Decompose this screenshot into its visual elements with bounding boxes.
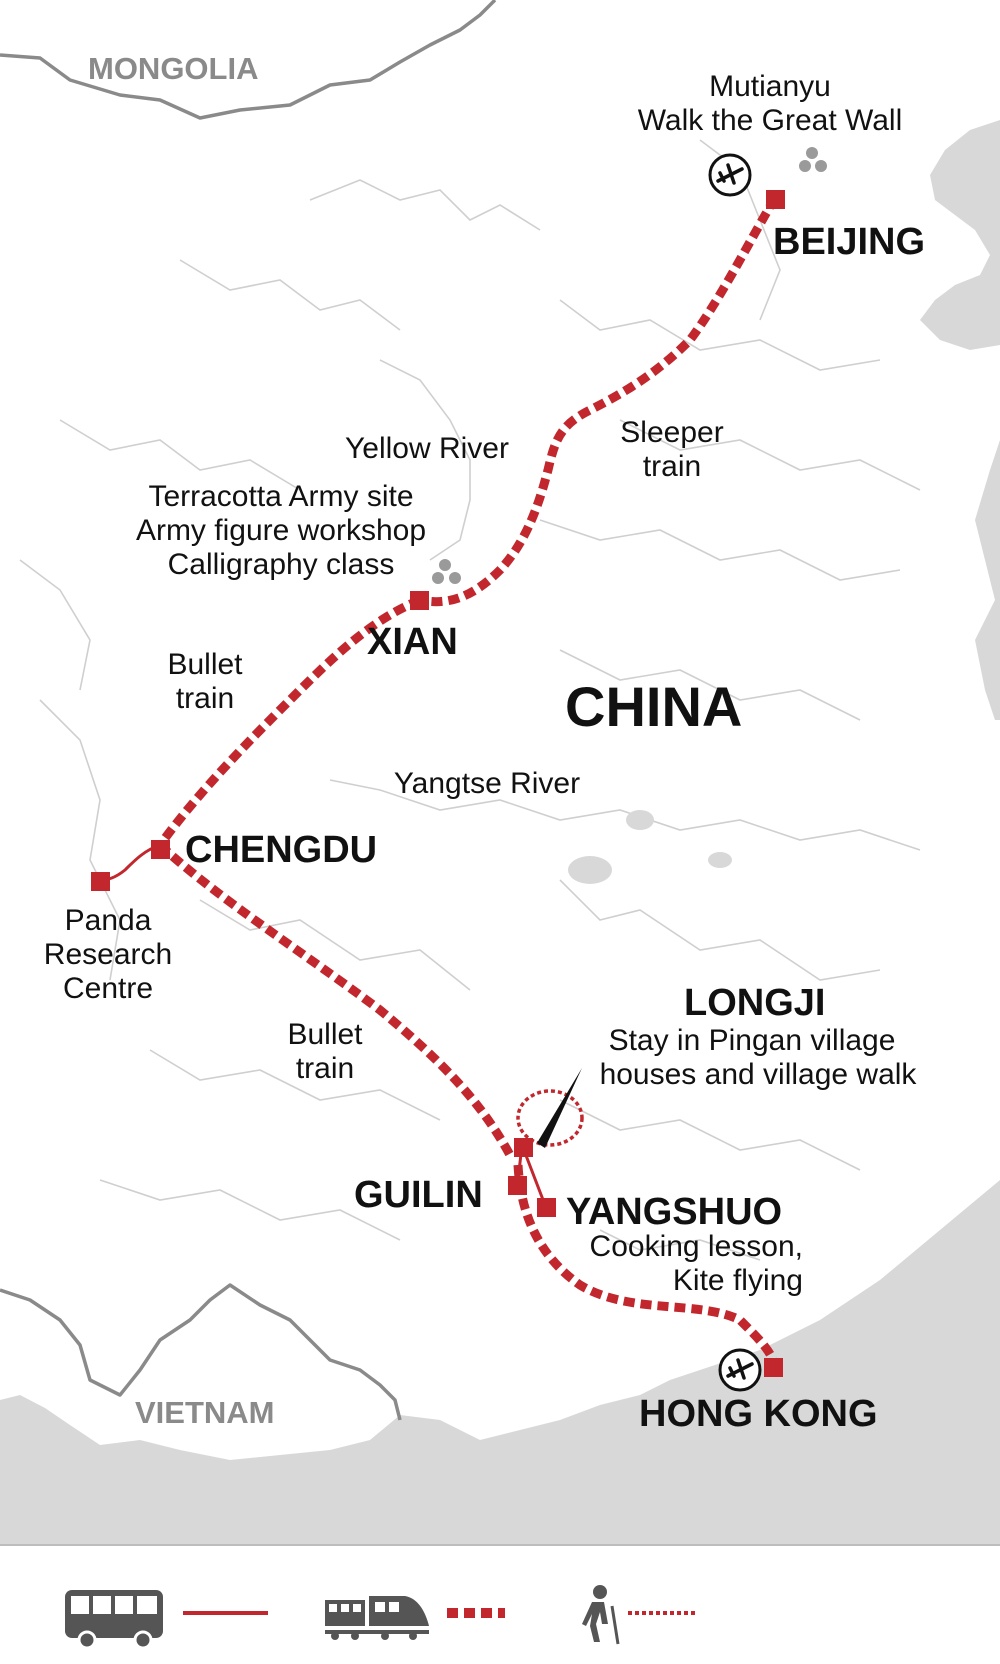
note-great-wall: Walk the Great Wall — [638, 104, 903, 137]
sea-areas — [0, 120, 1000, 1545]
bus-icon — [65, 1590, 163, 1650]
route-guilin-hongkong — [513, 1164, 780, 1367]
legend — [65, 1585, 695, 1650]
note-calligraphy: Calligraphy class — [168, 548, 395, 581]
route-xian-chengdu — [156, 595, 422, 848]
note-centre: Centre — [63, 972, 153, 1005]
note-yellow-river: Yellow River — [345, 432, 509, 465]
note-bullet-2-train: train — [296, 1052, 354, 1085]
city-label-guilin: GUILIN — [354, 1174, 483, 1216]
note-sleeper: Sleeper — [620, 416, 723, 449]
route-chengdu-guilin — [156, 841, 514, 1158]
route-beijing-xian — [419, 195, 779, 607]
airport-icon — [708, 153, 752, 197]
hiker-icon — [582, 1585, 620, 1645]
note-research: Research — [44, 938, 172, 971]
city-label-hong-kong: HONG KONG — [639, 1393, 878, 1435]
marker-hong-kong — [764, 1358, 783, 1377]
note-village-walk: houses and village walk — [600, 1058, 918, 1091]
city-label-xian: XIAN — [367, 621, 458, 663]
note-sleeper-train: train — [643, 450, 701, 483]
marker-beijing — [766, 190, 785, 209]
city-label-yangshuo: YANGSHUO — [566, 1191, 782, 1233]
note-army-workshop: Army figure workshop — [136, 514, 426, 547]
city-label-beijing: BEIJING — [773, 221, 925, 263]
walk-loop-longji — [516, 1089, 584, 1147]
note-mutianyu: Mutianyu — [709, 70, 831, 103]
marker-chengdu — [151, 840, 170, 859]
walk-pointer — [537, 1068, 582, 1148]
train-route — [156, 195, 780, 1367]
note-cooking: Cooking lesson, — [590, 1230, 803, 1263]
sight-dots-icon — [799, 147, 827, 172]
note-yangtse-river: Yangtse River — [394, 767, 580, 800]
note-pingan: Stay in Pingan village — [609, 1024, 896, 1057]
country-label-china: CHINA — [565, 675, 742, 738]
airport-icon — [718, 1348, 762, 1392]
note-bullet-2: Bullet — [287, 1018, 363, 1051]
note-kite: Kite flying — [673, 1264, 803, 1297]
train-icon — [325, 1596, 429, 1640]
rivers — [19, 139, 921, 1261]
mongolia-border — [0, 0, 497, 120]
country-label-mongolia: MONGOLIA — [88, 51, 259, 86]
vietnam-border — [0, 1283, 402, 1421]
note-bullet-1: Bullet — [167, 648, 243, 681]
marker-longji — [514, 1138, 533, 1157]
marker-panda — [91, 872, 110, 891]
city-markers — [91, 190, 785, 1377]
city-label-chengdu: CHENGDU — [185, 829, 377, 871]
country-label-vietnam: VIETNAM — [135, 1395, 275, 1430]
city-label-longji: LONGJI — [684, 982, 825, 1024]
marker-yangshuo — [537, 1198, 556, 1217]
country-borders — [0, 0, 497, 1421]
note-terracotta: Terracotta Army site — [148, 480, 413, 513]
lakes — [568, 810, 732, 884]
note-bullet-1-train: train — [176, 682, 234, 715]
note-panda: Panda — [65, 904, 152, 937]
marker-xian — [410, 591, 429, 610]
marker-guilin — [508, 1176, 527, 1195]
sight-dots-icon — [432, 559, 461, 584]
